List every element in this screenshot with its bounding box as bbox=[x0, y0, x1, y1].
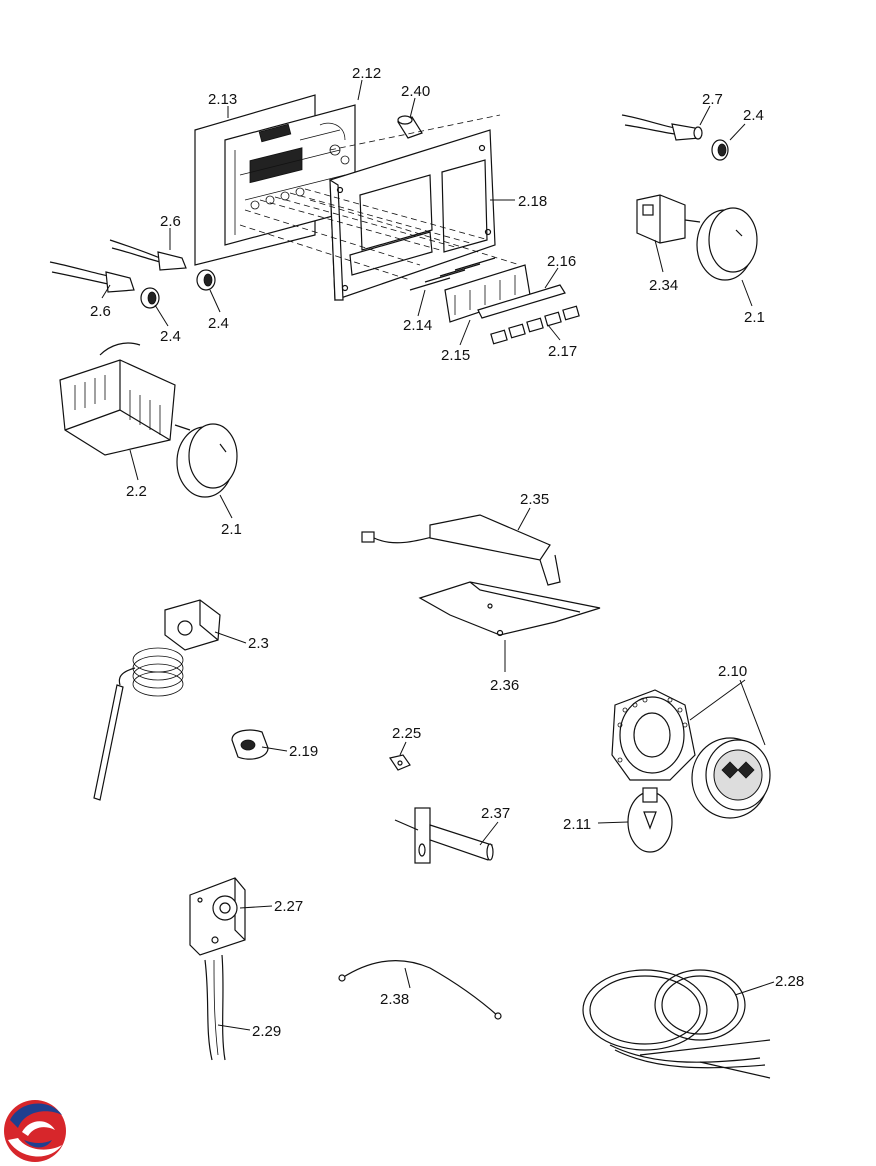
label-2-37: 2.37 bbox=[481, 805, 510, 822]
label-2-19: 2.19 bbox=[289, 743, 318, 760]
label-2-17: 2.17 bbox=[548, 343, 577, 360]
part-2-10-lamp-housing bbox=[611, 689, 771, 819]
part-2-1-knob-mid bbox=[176, 423, 238, 498]
label-2-13: 2.13 bbox=[208, 91, 237, 108]
label-2-4-b: 2.4 bbox=[208, 315, 229, 332]
label-2-3: 2.3 bbox=[248, 635, 269, 652]
part-2-16-strip bbox=[477, 284, 566, 319]
label-2-25: 2.25 bbox=[392, 725, 421, 742]
part-2-28-heating-element bbox=[582, 969, 771, 1079]
label-2-1-top: 2.1 bbox=[744, 309, 765, 326]
part-2-19-clip bbox=[231, 729, 269, 760]
part-2-35-harness-bracket bbox=[361, 514, 561, 586]
part-2-40-spacer bbox=[397, 115, 423, 139]
part-2-1-knob-top bbox=[696, 207, 758, 281]
label-2-36: 2.36 bbox=[490, 677, 519, 694]
part-2-17-buttons bbox=[490, 305, 580, 345]
pcb-connector bbox=[258, 123, 292, 143]
part-2-3-thermostat bbox=[93, 599, 221, 801]
label-2-14: 2.14 bbox=[403, 317, 432, 334]
label-2-6-a: 2.6 bbox=[160, 213, 181, 230]
brand-logo bbox=[4, 1100, 66, 1162]
part-2-37-probe bbox=[394, 807, 494, 864]
pcb-display bbox=[249, 147, 303, 184]
part-2-36-plate bbox=[418, 581, 601, 637]
part-2-27-regulator bbox=[189, 877, 246, 956]
label-2-7: 2.7 bbox=[702, 91, 723, 108]
label-2-35: 2.35 bbox=[520, 491, 549, 508]
label-2-16: 2.16 bbox=[547, 253, 576, 270]
label-2-29: 2.29 bbox=[252, 1023, 281, 1040]
label-2-10: 2.10 bbox=[718, 663, 747, 680]
label-2-38: 2.38 bbox=[380, 991, 409, 1008]
control-panel-assembly bbox=[194, 94, 580, 345]
part-2-34-switch bbox=[636, 194, 701, 244]
indicator-lamps-left bbox=[49, 239, 216, 309]
label-2-18: 2.18 bbox=[518, 193, 547, 210]
label-2-2: 2.2 bbox=[126, 483, 147, 500]
part-2-2-selector-switch bbox=[59, 342, 191, 456]
label-2-28: 2.28 bbox=[775, 973, 804, 990]
indicator-lamp-top-right bbox=[621, 114, 729, 161]
label-2-40: 2.40 bbox=[401, 83, 430, 100]
label-2-27: 2.27 bbox=[274, 898, 303, 915]
label-2-6-b: 2.6 bbox=[90, 303, 111, 320]
part-2-11-bulb bbox=[627, 787, 673, 853]
label-2-4-a: 2.4 bbox=[160, 328, 181, 345]
label-2-34: 2.34 bbox=[649, 277, 678, 294]
label-2-4-top: 2.4 bbox=[743, 107, 764, 124]
label-2-12: 2.12 bbox=[352, 65, 381, 82]
label-2-1-mid: 2.1 bbox=[221, 521, 242, 538]
part-2-18-frame bbox=[329, 129, 496, 301]
part-2-38-thermocouple bbox=[338, 960, 502, 1020]
label-2-11: 2.11 bbox=[563, 816, 591, 833]
label-2-15: 2.15 bbox=[441, 347, 470, 364]
part-2-29-cable bbox=[204, 954, 226, 1061]
part-2-14-shafts bbox=[409, 257, 496, 291]
part-2-25-clip bbox=[389, 754, 411, 771]
